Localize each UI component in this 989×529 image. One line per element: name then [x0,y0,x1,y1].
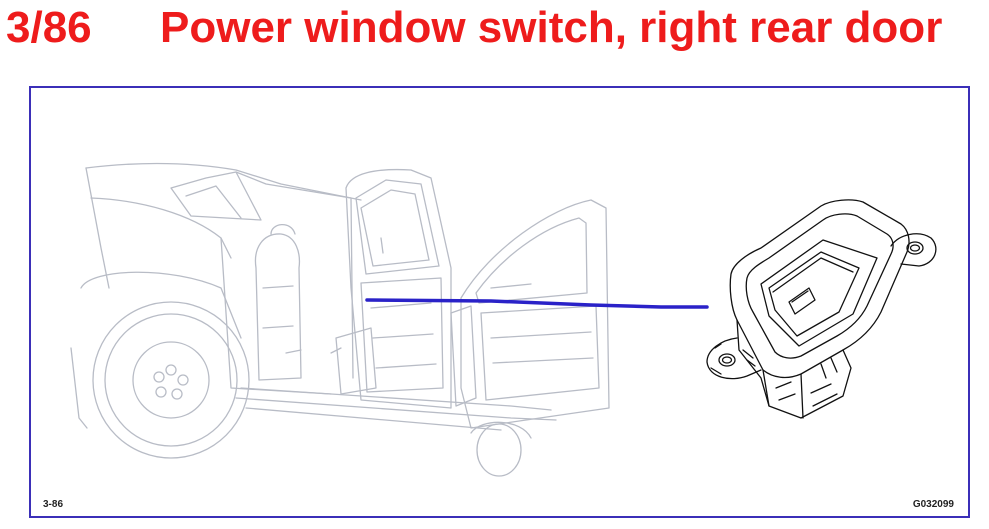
graphic-id-code: G032099 [912,499,954,510]
figure-number: 3/86 [6,3,92,52]
car-illustration-icon [70,162,610,477]
illustration-canvas [70,162,937,477]
figure-ref-code: 3-86 [43,499,64,510]
leader-line [365,298,709,309]
page-header: 3/86 Power window switch, right rear doo… [0,0,989,60]
window-switch-icon [706,199,937,419]
page-title: Power window switch, right rear door [160,3,943,52]
figure-frame: 3-86 G032099 [29,86,970,518]
